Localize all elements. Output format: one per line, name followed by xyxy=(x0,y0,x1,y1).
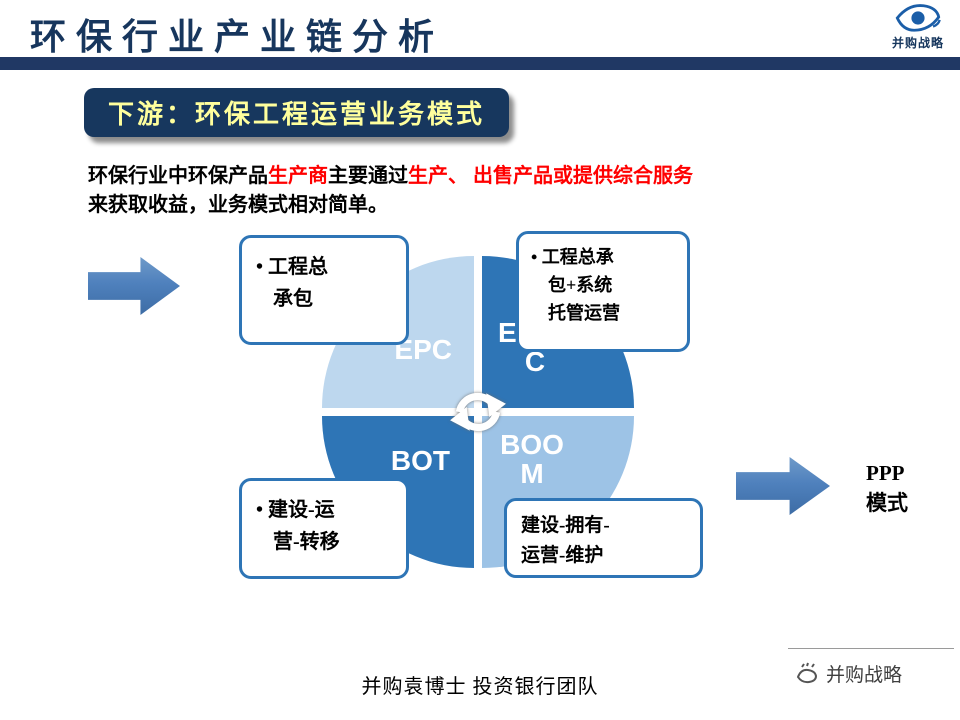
pie-label-boom: BOO M xyxy=(500,430,564,489)
callout-epc-c: • 工程总承 包+系统 托管运营 xyxy=(516,231,690,352)
callout-line: 托管运营 xyxy=(548,302,620,323)
ppp-line: 模式 xyxy=(866,491,908,516)
paragraph-line-2: 来获取收益，业务模式相对简单。 xyxy=(88,194,388,216)
paragraph-line-1: 环保行业中环保产品生产商主要通过生产、 出售产品或提供综合服务 xyxy=(88,162,878,191)
callout-line: • 工程总 xyxy=(256,256,329,278)
footer-divider xyxy=(788,648,954,649)
footer-brand-text: 并购战略 xyxy=(826,665,903,686)
callout-line: 承包 xyxy=(273,288,313,310)
paragraph-segment-red: 生产商 xyxy=(268,165,328,187)
callout-line: 包+系统 xyxy=(548,274,613,295)
callout-line: • 工程总承 xyxy=(531,247,614,267)
brand-icon xyxy=(796,662,818,683)
callout-line: 营-转移 xyxy=(273,531,340,553)
section-badge: 下游：环保工程运营业务模式 xyxy=(84,88,510,137)
page-title: 环保行业产业链分析 xyxy=(30,17,445,57)
title-underline-bar xyxy=(0,57,960,70)
company-logo: 并购战略 xyxy=(880,0,956,55)
pie-label-line: M xyxy=(520,458,544,490)
paragraph-segment: 环保行业中环保产品 xyxy=(88,165,268,187)
pie-label-line: BOO xyxy=(500,429,564,460)
paragraph-segment: 主要通过 xyxy=(328,165,408,187)
logo-text: 并购战略 xyxy=(891,36,944,50)
callout-line: 运营-维护 xyxy=(521,545,604,567)
pie-label-bot: BOT xyxy=(390,445,450,476)
callout-bot: • 建设-运 营-转移 xyxy=(239,478,409,579)
logo-eye-icon xyxy=(895,4,941,32)
footer-brand: 并购战略 xyxy=(794,660,902,687)
paragraph-segment-red: 生产、 出售产品或提供综合服务 xyxy=(408,165,693,187)
callout-epc: • 工程总 承包 xyxy=(239,235,409,345)
ppp-mode-label: PPP 模式 xyxy=(866,458,908,519)
pie-label-line: C xyxy=(524,346,546,378)
cycle-arrows-icon xyxy=(450,392,506,432)
ppp-line: PPP xyxy=(866,461,905,485)
callout-line: • 建设-运 xyxy=(256,499,335,521)
flow-arrow-left xyxy=(88,257,180,315)
callout-line: 建设-拥有- xyxy=(521,515,610,536)
callout-boom: 建设-拥有- 运营-维护 xyxy=(504,498,703,578)
intro-paragraph: 环保行业中环保产品生产商主要通过生产、 出售产品或提供综合服务 来获取收益，业务… xyxy=(88,162,878,220)
footer-credit: 并购袁博士 投资银行团队 xyxy=(361,676,599,698)
flow-arrow-right xyxy=(736,457,830,515)
